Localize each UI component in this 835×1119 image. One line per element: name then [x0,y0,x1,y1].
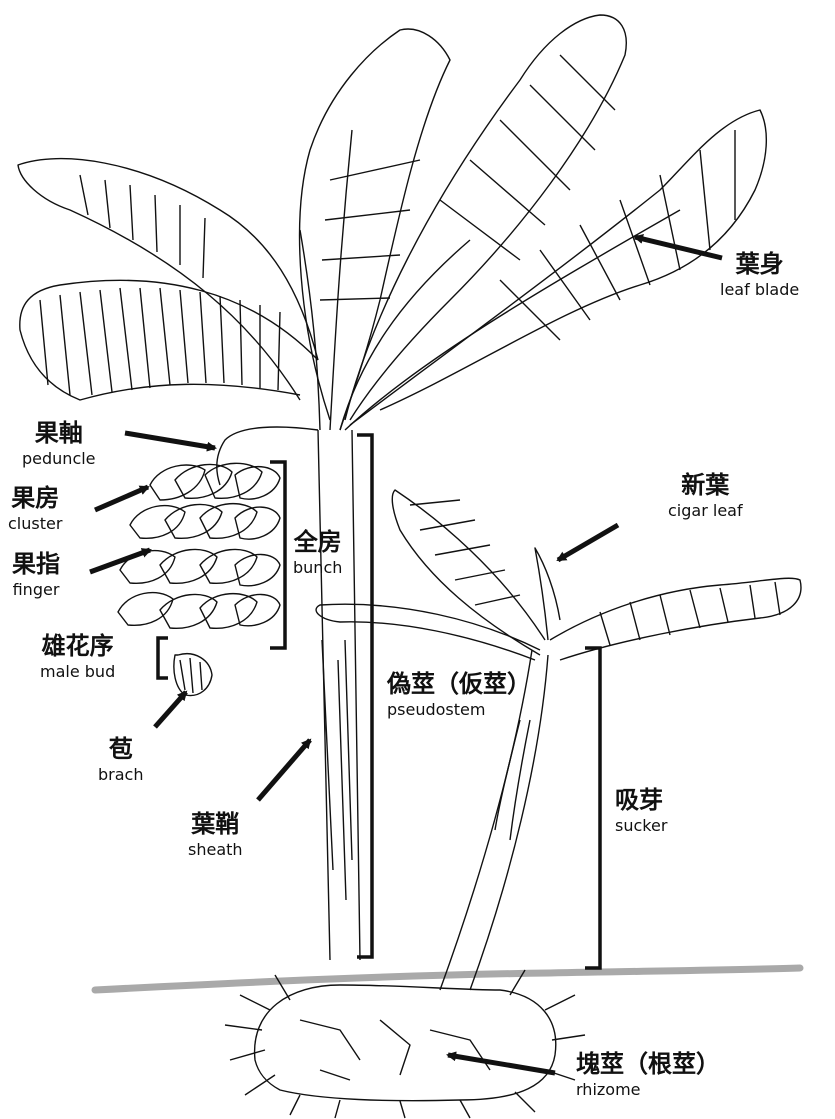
arrow-peduncle [125,433,215,448]
arrow-brach [155,692,186,727]
sheath-en: sheath [188,842,243,858]
cluster-zh: 果房 [8,486,62,510]
label-finger: 果指 finger [12,552,60,598]
plant-outline [18,15,801,1118]
bunch-zh: 全房 [293,530,342,554]
leaf-blade-en: leaf blade [720,282,799,298]
rhizome-zh: 塊莖（根莖） [576,1052,720,1076]
arrow-cigar-leaf [558,525,618,560]
label-pseudostem: 偽莖（仮莖） pseudostem [387,672,531,718]
sucker-leaf-left [392,490,545,655]
finger-zh: 果指 [12,552,60,576]
arrow-sheath [258,740,310,800]
brach-zh: 苞 [98,737,143,761]
sheath-zh: 葉鞘 [188,812,243,836]
peduncle-zh: 果軸 [22,421,96,445]
leaf-center-right [345,15,626,420]
pointer-arrows [90,237,722,1073]
peduncle-en: peduncle [22,451,96,467]
label-sucker: 吸芽 sucker [615,788,667,834]
cigar-leaf-zh: 新葉 [668,473,743,497]
label-sheath: 葉鞘 sheath [188,812,243,858]
brach-en: brach [98,767,143,783]
peduncle-stalk [217,427,318,485]
cigar-leaf-en: cigar leaf [668,503,743,519]
label-bunch: 全房 bunch [293,530,342,576]
ground-line [95,968,800,990]
label-cigar-leaf: 新葉 cigar leaf [668,473,743,519]
sucker-leaf-back [316,604,540,660]
male-bud-en: male bud [40,664,115,680]
pseudostem-zh: 偽莖（仮莖） [387,672,531,696]
label-peduncle: 果軸 peduncle [22,421,96,467]
arrow-rhizome [448,1055,555,1073]
label-male-bud: 雄花序 male bud [40,634,115,680]
cigar-leaf-shape [535,548,560,640]
leaf-blade-right [350,110,766,425]
bunch-en: bunch [293,560,342,576]
arrow-cluster [95,487,148,510]
male-bud-bracket [158,638,168,678]
finger-en: finger [12,582,60,598]
sucker-bracket [585,648,600,968]
brackets [158,435,600,968]
label-cluster: 果房 cluster [8,486,62,532]
label-leaf-blade: 葉身 leaf blade [720,252,799,298]
cluster-en: cluster [8,516,62,532]
leaf-blade-zh: 葉身 [720,252,799,276]
label-rhizome: 塊莖（根莖） rhizome [576,1052,720,1098]
label-brach: 苞 brach [98,737,143,783]
rhizome-shape [255,985,556,1101]
pseudostem-en: pseudostem [387,702,531,718]
male-bud-zh: 雄花序 [40,634,115,658]
rhizome-en: rhizome [576,1082,720,1098]
leaf-top-center [300,29,450,430]
sucker-en: sucker [615,818,667,834]
sucker-zh: 吸芽 [615,788,667,812]
